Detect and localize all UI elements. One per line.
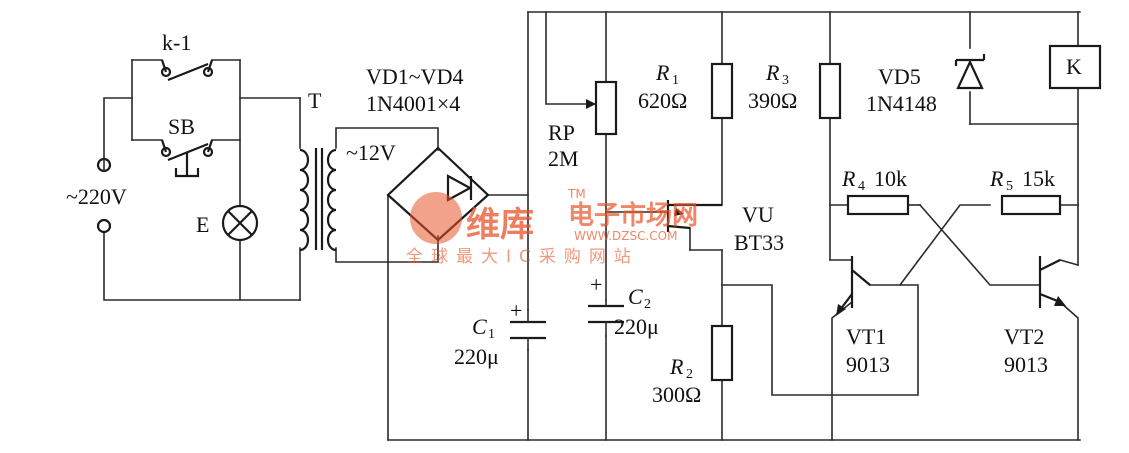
label-r4-value: 10k [874,166,907,191]
watermark-site-name: 电子市场网 [568,200,698,231]
watermark: 维库 TM 电子市场网 WWW.DZSC.COM 全球最大IC采购网站 [406,187,698,267]
label-bridge-part: 1N4001×4 [366,91,460,116]
label-vd5-name: VD5 [878,64,921,89]
diode-vd5 [954,54,986,90]
label-c2-plus: + [590,272,602,297]
label-r5-value: 15k [1022,166,1055,191]
label-secondary-voltage: ~12V [346,140,396,165]
label-r1-value: 620Ω [638,88,687,113]
label-c1-name: C [472,314,487,339]
label-vu-part: BT33 [734,230,784,255]
label-lamp: E [196,212,209,237]
resistor-r1 [710,62,734,120]
watermark-logo-icon [410,192,462,244]
watermark-tm: TM [567,187,586,201]
resistor-r2 [710,324,734,382]
lamp-e [221,204,259,242]
resistor-r5 [1000,194,1062,216]
label-r1-sub: 1 [672,73,679,88]
label-vt1-part: 9013 [846,352,890,377]
label-r2-sub: 2 [686,367,693,382]
transistor-vt1 [836,256,871,316]
ujt-vu [666,200,722,232]
label-c1-plus: + [510,298,522,323]
watermark-url: WWW.DZSC.COM [574,229,677,243]
label-r4-name: R [841,166,856,191]
label-relay: K [1066,54,1082,79]
capacitor-c2 [588,299,624,337]
wires [103,11,1081,441]
label-vt1-name: VT1 [846,324,886,349]
label-transformer: T [308,88,322,113]
label-bridge-name: VD1~VD4 [366,64,463,89]
label-k1: k-1 [162,30,191,55]
label-c2-sub: 2 [644,297,651,312]
push-button-sb [160,139,214,178]
label-ac-mains: ~220V [66,184,127,209]
label-r3-value: 390Ω [748,88,797,113]
label-vd5-part: 1N4148 [866,91,937,116]
resistor-r4 [846,194,910,216]
label-r3-name: R [765,60,780,85]
label-c2-value: 220μ [614,314,659,339]
capacitor-c1 [510,309,546,351]
label-r2-name: R [669,354,684,379]
transistor-vt2 [1038,256,1066,308]
label-c2-name: C [628,284,643,309]
label-r3-sub: 3 [782,73,789,88]
resistor-r3 [818,62,842,120]
label-r1-name: R [655,60,670,85]
watermark-brand: 维库 [466,205,534,245]
label-c1-sub: 1 [488,327,495,342]
label-vt2-part: 9013 [1004,352,1048,377]
relay-coil-k [1048,44,1102,90]
label-c1-value: 220μ [454,344,499,369]
label-r5-name: R [989,166,1004,191]
label-sb: SB [168,114,195,139]
potentiometer-rp [586,80,618,136]
label-r2-value: 300Ω [652,382,701,407]
label-r5-sub: 5 [1006,179,1013,194]
label-r4-sub: 4 [858,179,865,194]
label-rp-name: RP [548,120,575,145]
transformer-t [299,148,337,252]
watermark-slogan: 全球最大IC采购网站 [406,247,639,267]
label-rp-value: 2M [548,146,579,171]
label-vu-name: VU [742,202,774,227]
relay-contact-k1 [160,59,214,82]
ac-terminal-bottom [96,218,112,234]
label-vt2-name: VT2 [1004,324,1044,349]
